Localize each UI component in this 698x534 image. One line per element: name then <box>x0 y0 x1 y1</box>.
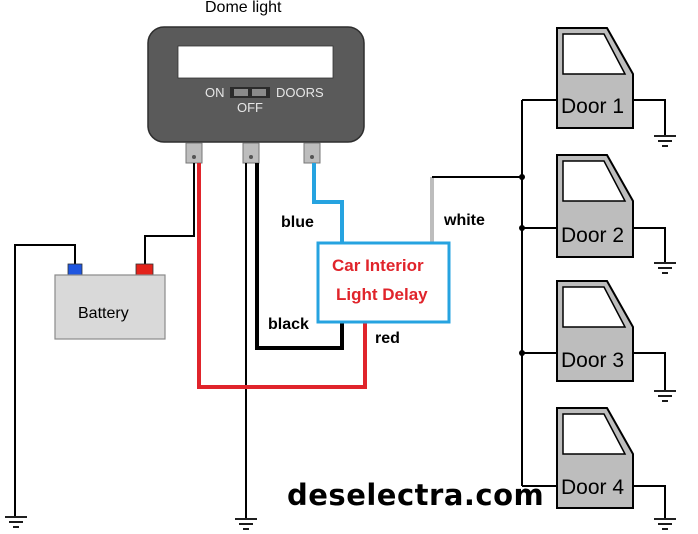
dome-light-title: Dome light <box>205 0 282 16</box>
dome-light-lens <box>177 45 334 79</box>
blue-wire <box>312 163 344 243</box>
switch-doors-label: DOORS <box>276 85 324 100</box>
watermark-text: deselectra.com <box>287 478 545 512</box>
dome-terminals <box>185 142 321 164</box>
door-1 <box>556 27 634 129</box>
ground-icon <box>654 262 676 274</box>
door-3 <box>556 280 634 382</box>
door-1-label: Door 1 <box>561 95 625 118</box>
junction-dot <box>519 225 525 231</box>
battery-ground-wire <box>14 244 76 516</box>
door-4-ground-wire <box>633 485 666 518</box>
black-wire-label: black <box>268 316 309 333</box>
switch-knob-left <box>234 89 248 96</box>
battery-positive-terminal <box>135 263 154 276</box>
module-label-line1: Car Interior <box>332 256 424 275</box>
red-wire-label: red <box>375 330 400 347</box>
black-wire <box>255 163 344 350</box>
ground-icon <box>654 390 676 402</box>
door-1-ground-wire <box>633 99 666 135</box>
white-wire-label: white <box>444 212 485 229</box>
battery-negative-terminal <box>67 263 83 276</box>
ground-icon <box>235 518 257 530</box>
module-label-line2: Light Delay <box>336 285 428 304</box>
door-2-label: Door 2 <box>561 224 625 247</box>
door-2-ground-wire <box>633 227 666 262</box>
blue-wire-label: blue <box>281 214 314 231</box>
junction-dot <box>519 350 525 356</box>
junction-dot <box>519 174 525 180</box>
ground-icon <box>5 516 27 528</box>
ground-icon <box>654 518 676 530</box>
red-wire <box>197 163 367 389</box>
dome-light-switch <box>230 87 270 98</box>
switch-off-label: OFF <box>237 100 263 115</box>
battery-positive-wire <box>144 163 195 264</box>
ground-icon <box>654 135 676 147</box>
battery-label: Battery <box>78 305 129 322</box>
switch-knob-right <box>252 89 266 96</box>
dome-light-body <box>147 26 365 143</box>
delay-module-box <box>316 241 451 324</box>
door-4 <box>556 407 634 509</box>
door-3-label: Door 3 <box>561 349 625 372</box>
door-4-label: Door 4 <box>561 476 625 499</box>
door-3-ground-wire <box>633 352 666 390</box>
switch-on-label: ON <box>205 85 225 100</box>
battery-body <box>54 274 166 340</box>
